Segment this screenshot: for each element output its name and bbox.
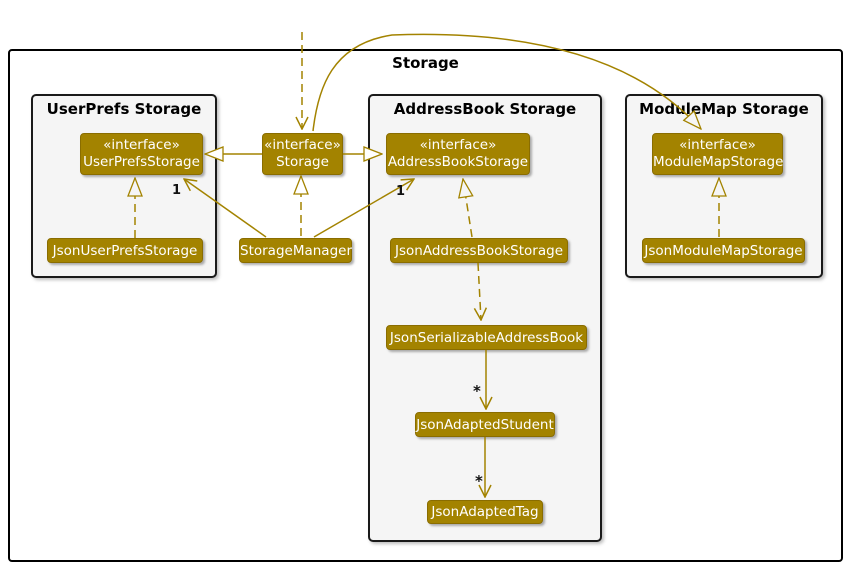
class-jsonaddressbookstorage: JsonAddressBookStorage xyxy=(390,238,568,263)
stereotype-label: «interface» xyxy=(103,137,180,153)
class-jsonadaptedtag: JsonAdaptedTag xyxy=(427,500,543,524)
frame-title: Storage xyxy=(392,54,459,72)
package-title: ModuleMap Storage xyxy=(639,100,809,118)
stereotype-label: «interface» xyxy=(679,137,756,153)
stereotype-label: «interface» xyxy=(419,137,497,153)
interface-name: AddressBookStorage xyxy=(387,154,529,170)
interface-name: Storage xyxy=(276,154,329,170)
interface-storage: «interface» Storage xyxy=(262,133,343,175)
class-jsonuserprefsstorage: JsonUserPrefsStorage xyxy=(47,238,203,263)
interface-addressbookstorage: «interface» AddressBookStorage xyxy=(386,133,530,175)
multiplicity-label-userprefs: 1 xyxy=(172,183,182,198)
multiplicity-label-addressbook: 1 xyxy=(396,184,406,199)
interface-modulemapstorage: «interface» ModuleMapStorage xyxy=(652,133,783,175)
class-jsonadaptedstudent: JsonAdaptedStudent xyxy=(415,412,555,437)
interface-name: UserPrefsStorage xyxy=(83,154,200,170)
package-title: AddressBook Storage xyxy=(393,100,577,118)
multiplicity-label-students: * xyxy=(473,382,481,400)
class-jsonmodulemapstorage: JsonModuleMapStorage xyxy=(642,238,805,263)
multiplicity-label-tags: * xyxy=(475,472,483,490)
class-storagemanager: StorageManager xyxy=(239,238,352,263)
package-title: UserPrefs Storage xyxy=(46,100,202,118)
interface-userprefsstorage: «interface» UserPrefsStorage xyxy=(80,133,203,175)
stereotype-label: «interface» xyxy=(264,137,341,153)
interface-name: ModuleMapStorage xyxy=(653,154,784,170)
class-jsonserializableaddressbook: JsonSerializableAddressBook xyxy=(386,325,587,350)
